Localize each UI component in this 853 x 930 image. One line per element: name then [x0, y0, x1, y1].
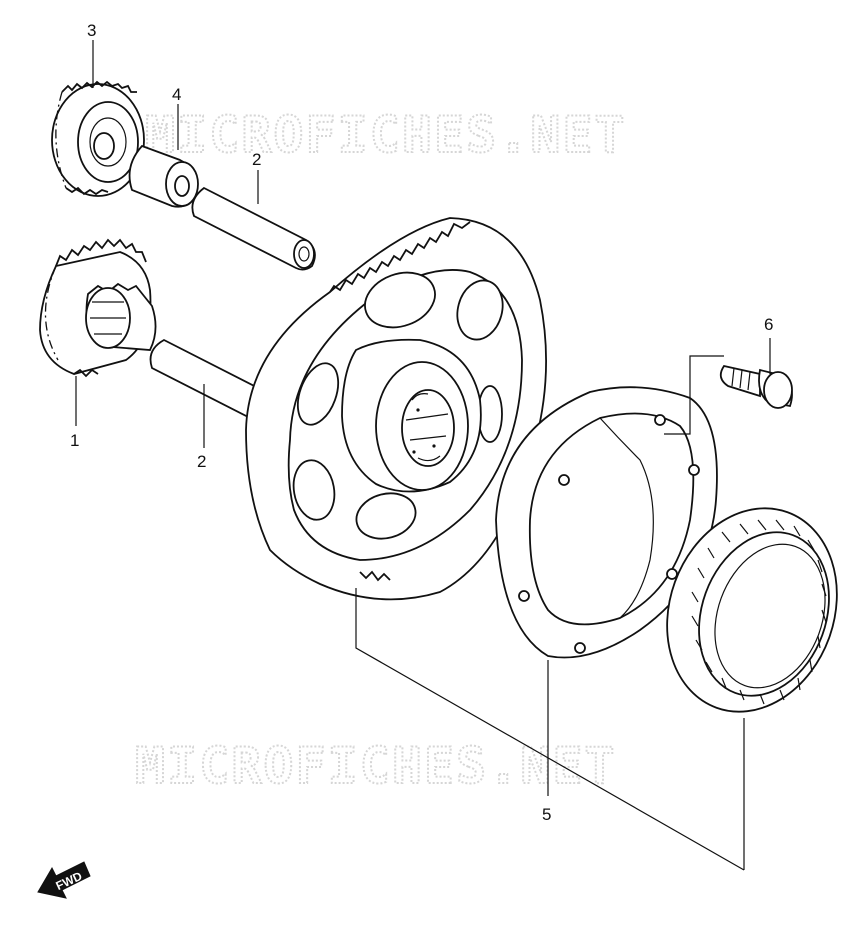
- part-2-upper-shaft[interactable]: [191, 186, 316, 271]
- part-1-idler-gear[interactable]: [39, 238, 157, 378]
- callout-3-label: 3: [87, 21, 96, 40]
- callout-2-upper-label: 2: [252, 150, 261, 169]
- callout-5-label: 5: [542, 805, 551, 824]
- watermark-top: MICROFICHES.NET: [145, 106, 627, 164]
- fwd-label: FWD: [54, 869, 85, 893]
- callout-2-lower-label: 2: [197, 452, 206, 471]
- watermark-bottom: MICROFICHES.NET: [135, 737, 617, 795]
- leader-lines: [75, 40, 771, 871]
- callout-4-label: 4: [172, 85, 181, 104]
- part-3-idler-gear[interactable]: [51, 80, 145, 197]
- part-5-one-way-clutch[interactable]: [639, 484, 853, 736]
- part-5-clutch-housing[interactable]: [495, 386, 718, 659]
- part-4-bushing[interactable]: [128, 144, 199, 208]
- callout-1-label: 1: [70, 431, 79, 450]
- fwd-arrow-icon: FWD: [37, 861, 91, 899]
- callout-6-label: 6: [764, 315, 773, 334]
- starter-driven-gear[interactable]: [245, 217, 547, 601]
- part-6-bolt[interactable]: [719, 364, 793, 409]
